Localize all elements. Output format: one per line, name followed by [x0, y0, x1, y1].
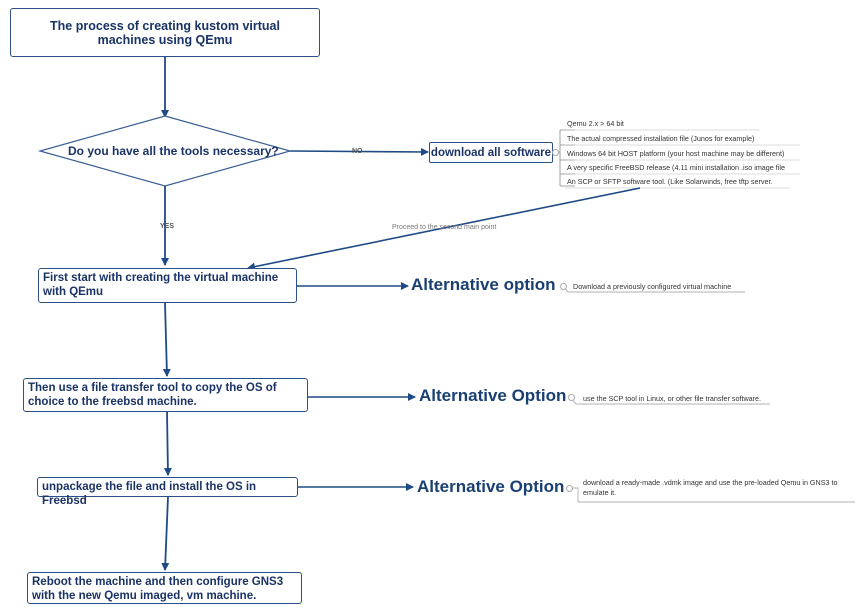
step-text: unpackage the file and install the OS in…: [42, 481, 257, 507]
step-install-os[interactable]: unpackage the file and install the OS in…: [37, 477, 298, 507]
collapse-dot-icon[interactable]: [566, 485, 573, 492]
arrow-proceed: [247, 187, 641, 271]
step-copy-os[interactable]: Then use a file transfer tool to copy th…: [23, 378, 308, 412]
download-box[interactable]: download all software: [429, 142, 553, 163]
software-item: Qemu 2.x > 64 bit: [567, 119, 624, 128]
edge-yes-label: YES: [160, 223, 175, 230]
edge-no-label: NO: [352, 148, 363, 155]
alternative-note: Download a previously configured virtual…: [573, 282, 732, 291]
download-text: download all software: [430, 146, 552, 159]
collapse-dot-icon[interactable]: [552, 149, 559, 156]
software-item: Windows 64 bit HOST platform (your host …: [567, 149, 785, 158]
arrow-no: [289, 147, 429, 156]
collapse-dot-icon[interactable]: [568, 394, 575, 401]
step-text: Reboot the machine and then configure GN…: [32, 576, 284, 602]
alternative-label[interactable]: Alternative option: [411, 275, 556, 294]
software-item: A very specific FreeBSD release (4.11 mi…: [567, 163, 785, 172]
title-text: The process of creating kustom virtual m…: [50, 18, 280, 47]
step-text: Then use a file transfer tool to copy th…: [28, 382, 277, 408]
step-create-vm[interactable]: First start with creating the virtual ma…: [38, 268, 297, 303]
alternative-note: use the SCP tool in Linux, or other file…: [583, 394, 762, 403]
proceed-label: Proceed to the second main point: [392, 224, 497, 231]
software-item: An SCP or SFTP software tool. (Like Sola…: [567, 177, 773, 186]
step-text: First start with creating the virtual ma…: [43, 272, 279, 298]
alternative-label[interactable]: Alternative Option: [419, 386, 567, 405]
title-box[interactable]: The process of creating kustom virtual m…: [10, 8, 320, 57]
decision-text: Do you have all the tools necessary?: [68, 144, 279, 158]
alternative-label[interactable]: Alternative Option: [417, 477, 565, 496]
step-reboot-configure[interactable]: Reboot the machine and then configure GN…: [27, 572, 302, 604]
software-item: The actual compressed installation file …: [567, 134, 755, 143]
collapse-dot-icon[interactable]: [560, 283, 567, 290]
alternative-note: download a ready-made .vdmk image and us…: [583, 478, 838, 497]
